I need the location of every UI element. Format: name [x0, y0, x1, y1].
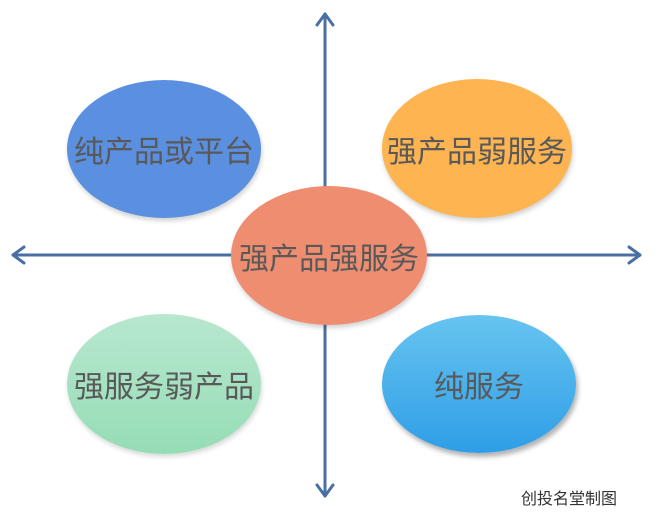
arrow-down-icon — [315, 483, 335, 498]
arrow-up-icon — [315, 12, 335, 27]
quadrant-top-left-label: 纯产品或平台 — [74, 135, 254, 170]
quadrant-bottom-left: 强服务弱产品 — [67, 314, 261, 454]
quadrant-bottom-left-label: 强服务弱产品 — [74, 370, 254, 405]
arrow-left-icon — [11, 245, 26, 265]
quadrant-top-left: 纯产品或平台 — [67, 80, 261, 218]
quadrant-top-right-label: 强产品弱服务 — [387, 134, 567, 170]
watermark-credit: 创投名堂制图 — [521, 489, 618, 508]
quadrant-top-right: 强产品弱服务 — [382, 79, 572, 218]
center-node-label: 强产品强服务 — [239, 241, 419, 277]
quadrant-bottom-right-label: 纯服务 — [434, 370, 524, 405]
quadrant-bottom-right: 纯服务 — [382, 315, 576, 453]
arrow-right-icon — [627, 245, 642, 265]
center-node: 强产品强服务 — [231, 186, 427, 325]
